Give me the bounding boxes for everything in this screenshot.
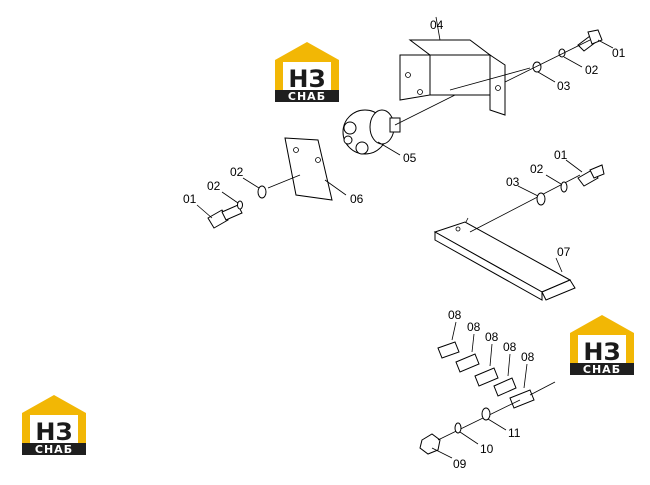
callout-01-left: 01 bbox=[183, 192, 197, 206]
callout-10: 10 bbox=[480, 442, 494, 456]
svg-text:СНАБ: СНАБ bbox=[288, 90, 326, 103]
callout-01-top: 01 bbox=[612, 46, 626, 60]
plate-06 bbox=[267, 137, 347, 201]
callout-02-left-b: 02 bbox=[230, 165, 244, 179]
callout-05: 05 bbox=[403, 151, 417, 165]
logo-bottom-left: НЗ СНАБ bbox=[22, 395, 86, 456]
nipple-08-d bbox=[493, 353, 517, 397]
svg-text:СНАБ: СНАБ bbox=[35, 443, 73, 456]
callout-03-top: 03 bbox=[557, 79, 571, 93]
callout-07: 07 bbox=[557, 245, 571, 259]
lockwasher-02-left-a bbox=[221, 191, 243, 210]
bracket-07 bbox=[433, 174, 581, 301]
bracket-04 bbox=[399, 16, 531, 116]
callout-02-mid: 02 bbox=[530, 162, 544, 176]
svg-text:НЗ: НЗ bbox=[288, 65, 325, 93]
washer-10 bbox=[454, 422, 479, 445]
battery-switch-05 bbox=[342, 94, 456, 156]
nipple-08-b bbox=[455, 333, 480, 373]
callout-02-top: 02 bbox=[585, 63, 599, 77]
bolt-01-top bbox=[504, 29, 614, 83]
callout-01-mid: 01 bbox=[554, 148, 568, 162]
callout-03-mid: 03 bbox=[506, 175, 520, 189]
svg-text:НЗ: НЗ bbox=[35, 418, 72, 446]
callout-08-a: 08 bbox=[448, 308, 462, 322]
svg-text:СНАБ: СНАБ bbox=[583, 363, 621, 376]
lockwasher-02-mid bbox=[545, 174, 568, 193]
callout-04: 04 bbox=[430, 18, 444, 32]
callout-09: 09 bbox=[453, 457, 467, 471]
bolt-01-mid bbox=[565, 159, 605, 187]
lockwasher-02-top bbox=[558, 48, 583, 68]
callout-11: 11 bbox=[508, 426, 521, 440]
callout-08-d: 08 bbox=[503, 340, 517, 354]
washer-03-top bbox=[532, 61, 556, 83]
washer-02-left-b bbox=[242, 177, 267, 199]
callout-06: 06 bbox=[350, 192, 364, 206]
washer-03-mid bbox=[517, 185, 546, 206]
callout-08-c: 08 bbox=[485, 330, 499, 344]
logo-top: НЗ СНАБ bbox=[275, 42, 339, 103]
callout-08-b: 08 bbox=[467, 320, 481, 334]
nipple-08-a bbox=[437, 321, 460, 359]
logo-right: НЗ СНАБ bbox=[570, 315, 634, 376]
bolt-01-left bbox=[196, 204, 243, 229]
svg-text:НЗ: НЗ bbox=[583, 338, 620, 366]
callout-08-e: 08 bbox=[521, 350, 535, 364]
nut-09 bbox=[419, 399, 521, 459]
nipple-08-e bbox=[509, 363, 556, 409]
nipple-08-c bbox=[474, 343, 499, 387]
callout-02-left-a: 02 bbox=[207, 179, 221, 193]
washer-11 bbox=[481, 407, 507, 431]
